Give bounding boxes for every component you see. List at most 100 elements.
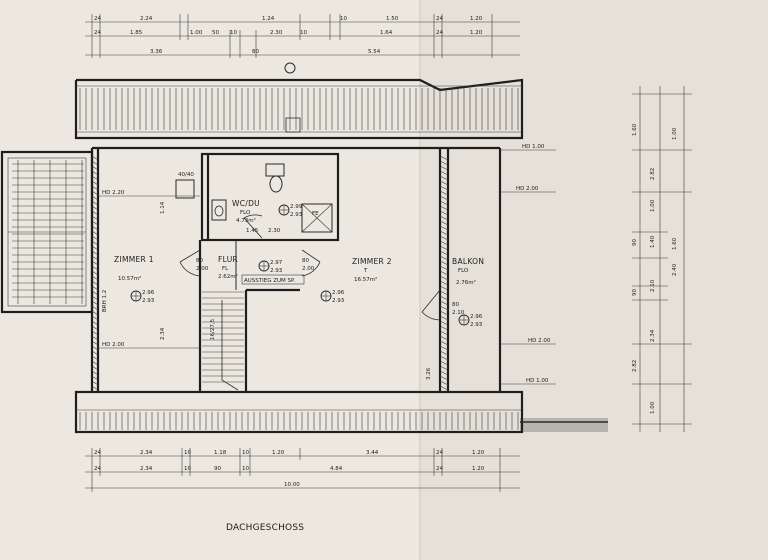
rdim-9: 2.34 bbox=[650, 329, 656, 342]
dim-bot-r2-7: 24 bbox=[436, 466, 443, 472]
room-balkon-area: 2.76m² bbox=[456, 279, 476, 286]
h-fl: 2.97 bbox=[270, 260, 283, 266]
dim-bot-3: 10 bbox=[184, 450, 191, 456]
room-balkon-floor: FLO bbox=[458, 268, 469, 274]
drawing-title: DACHGESCHOSS bbox=[226, 523, 304, 533]
hd-labels: HD 2.20 HD 2.00 HD 1.00 HD 2.00 HD 2.00 … bbox=[98, 144, 556, 385]
dim-bot-9: 1.20 bbox=[472, 450, 485, 456]
misc-w2: 2.34 bbox=[160, 327, 166, 340]
dim-bot-5: 10 bbox=[242, 450, 249, 456]
dim-top-6: 24 bbox=[436, 16, 443, 22]
misc-w5: 2.30 bbox=[268, 228, 281, 234]
top-dimension-chains: 24 2.24 1.24 10 1.50 24 1.20 24 1.85 1.0… bbox=[85, 14, 520, 58]
dim-top-r2-7: 10 bbox=[300, 30, 307, 36]
room-zimmer2-name: ZIMMER 2 bbox=[352, 257, 392, 266]
room-wc-name: WC/DU bbox=[232, 199, 260, 208]
rdim-10: 1.00 bbox=[650, 401, 656, 414]
dim-top-7: 1.20 bbox=[470, 16, 483, 22]
height-values: 2.96 2.93 2.97 2.93 2.99 2.93 2.96 2.93 … bbox=[142, 204, 483, 328]
rdim-12: 1.60 bbox=[632, 123, 638, 136]
window-hatching bbox=[91, 155, 449, 391]
height-markers bbox=[130, 204, 470, 326]
h-z1: 2.96 bbox=[142, 290, 155, 296]
dim-bot-r2-1: 24 bbox=[94, 466, 101, 472]
rdim-7: 2.10 bbox=[650, 279, 656, 292]
roof-bottom bbox=[74, 390, 608, 434]
door-d6: 2.10 bbox=[452, 310, 465, 316]
hd-100: HD 1.00 bbox=[522, 144, 545, 150]
h-z2b: 2.93 bbox=[332, 298, 345, 304]
room-zimmer1-name: ZIMMER 1 bbox=[114, 255, 154, 264]
h-flb: 2.93 bbox=[270, 268, 283, 274]
rdim-3: 1.00 bbox=[650, 199, 656, 212]
dim-top-r2-1: 24 bbox=[94, 30, 101, 36]
room-zimmer2-floor: T bbox=[363, 268, 368, 274]
right-dimension-chains: 1.00 2.82 1.00 1.40 90 2.40 2.10 90 2.34… bbox=[632, 86, 692, 432]
door-swings bbox=[179, 214, 441, 321]
stair-arrow bbox=[221, 300, 239, 391]
room-flur-area: 2.62m² bbox=[218, 273, 238, 280]
misc-w3: 3.26 bbox=[426, 367, 432, 380]
rdim-5: 90 bbox=[632, 239, 638, 246]
dim-top-r2-4: 50 bbox=[212, 30, 219, 36]
room-wc-area: 4.73m² bbox=[236, 217, 256, 224]
vent-symbol bbox=[284, 62, 296, 74]
misc-w4: 40/40 bbox=[178, 172, 194, 178]
fixtures bbox=[175, 117, 333, 233]
rdim-1: 1.00 bbox=[672, 127, 678, 140]
h-wcb: 2.93 bbox=[290, 212, 303, 218]
h-wc: 2.99 bbox=[290, 204, 303, 210]
door-d5: 80 bbox=[452, 302, 459, 308]
dim-top-r2-6: 2.30 bbox=[270, 30, 283, 36]
paper-right bbox=[420, 0, 768, 560]
dim-bot-r2-6: 4.84 bbox=[330, 466, 343, 472]
door-d1: 80 bbox=[196, 258, 203, 264]
dim-top-r2-10: 1.20 bbox=[470, 30, 483, 36]
h-z1b: 2.93 bbox=[142, 298, 155, 304]
bottom-dimension-chains: 24 2.34 10 1.18 10 1.20 3.44 24 1.20 24 … bbox=[85, 448, 520, 492]
dim-bot-r2-4: 90 bbox=[214, 466, 221, 472]
room-wc-floor: FLO bbox=[240, 210, 251, 216]
fe-label: FE bbox=[312, 211, 319, 217]
dim-bot-r2-3: 10 bbox=[184, 466, 191, 472]
staircase bbox=[202, 291, 244, 383]
dim-bot-6: 1.20 bbox=[272, 450, 285, 456]
door-labels: 80 2.00 80 2.00 80 2.10 40/40 2.30 1.45 … bbox=[160, 172, 465, 380]
ausstieg-label: AUSSTIEG ZUM SP. bbox=[244, 278, 295, 284]
room-zimmer1-area: 10.57m² bbox=[118, 275, 141, 282]
dim-top-r2-9: 24 bbox=[436, 30, 443, 36]
h-bk: 2.96 bbox=[470, 314, 483, 320]
room-zimmer2-area: 16.57m² bbox=[354, 276, 377, 283]
rdim-11: 2.82 bbox=[632, 360, 638, 372]
dim-top-r2-2: 1.85 bbox=[130, 30, 143, 36]
ausstieg-box bbox=[241, 274, 305, 285]
dim-bot-8: 24 bbox=[436, 450, 443, 456]
rdim-8: 90 bbox=[632, 289, 638, 296]
room-balkon-name: BALKON bbox=[452, 257, 484, 266]
h-bkb: 2.93 bbox=[470, 322, 483, 328]
brh-label: BRH 1.2 bbox=[102, 290, 108, 312]
dim-bot-7: 3.44 bbox=[366, 450, 379, 456]
dim-top-r2-3: 1.00 bbox=[190, 30, 203, 36]
hd-200c: HD 2.00 bbox=[528, 338, 551, 344]
rdim-13: 1.60 bbox=[672, 237, 678, 250]
dim-top-3: 1.24 bbox=[262, 16, 275, 22]
misc-w6: 1.45 bbox=[246, 228, 259, 234]
door-d2: 2.00 bbox=[196, 266, 209, 272]
dim-bot-r2-5: 10 bbox=[242, 466, 249, 472]
dim-top-4: 10 bbox=[340, 16, 347, 22]
dim-bot-4: 1.18 bbox=[214, 450, 227, 456]
dim-top-r3-2: 80 bbox=[252, 49, 259, 55]
hd-100b: HD 1.00 bbox=[526, 378, 549, 384]
dim-top-1: 24 bbox=[94, 16, 101, 22]
dim-top-r3-3: 5.54 bbox=[368, 49, 381, 55]
dim-top-r2-8: 1.64 bbox=[380, 30, 393, 36]
h-z2: 2.96 bbox=[332, 290, 345, 296]
door-d3: 80 bbox=[302, 258, 309, 264]
dim-bot-total: 10.00 bbox=[284, 482, 300, 488]
room-flur-floor: FL bbox=[222, 266, 229, 272]
dim-bot-2: 2.34 bbox=[140, 450, 153, 456]
hd-220: HD 2.20 bbox=[102, 190, 125, 196]
room-flur-name: FLUR bbox=[218, 255, 238, 264]
